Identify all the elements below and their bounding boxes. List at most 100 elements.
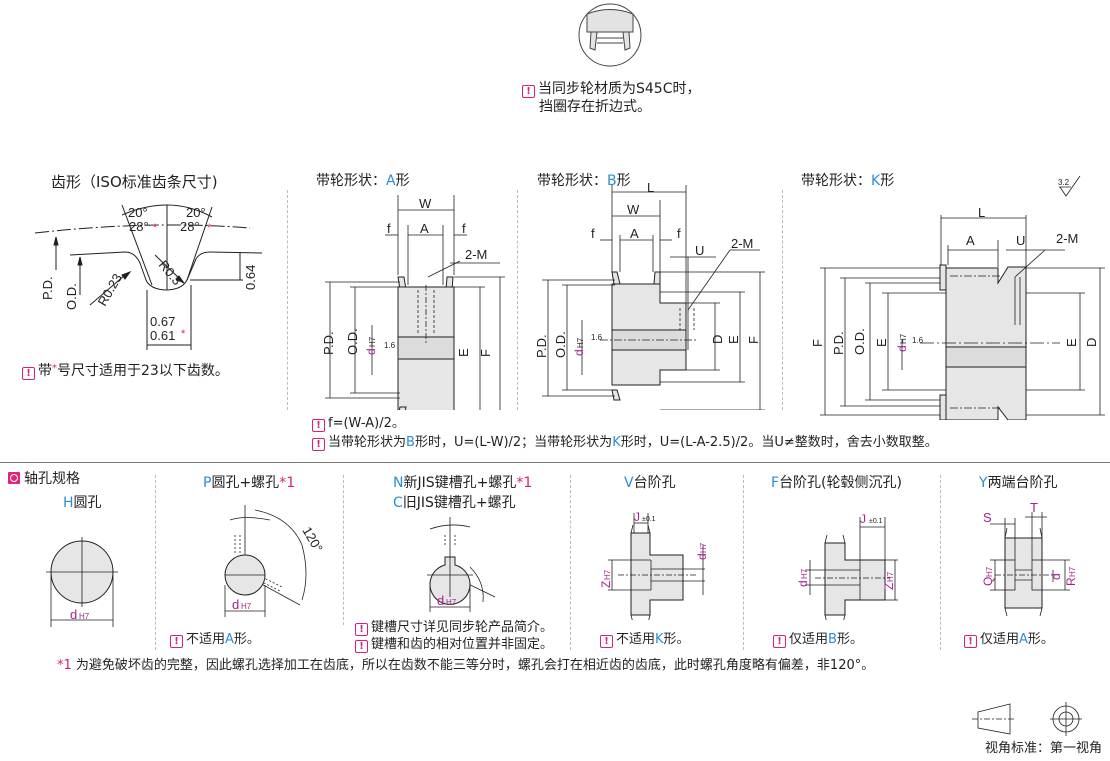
text-label: N	[393, 475, 404, 491]
separator	[517, 190, 518, 410]
text-label: 当带轮形状为	[328, 435, 407, 450]
shape-b-drawing: L W f A f U 2-M P.D. O.D. d H7 1.6 D E F	[534, 180, 765, 410]
text-label: 键槽尺寸详见同步轮产品简介。	[371, 620, 554, 635]
dimension-label: W	[419, 196, 432, 211]
bore-f-title: F台阶孔(轮毂侧沉孔)	[771, 474, 902, 492]
width-dim-2: 0.61	[150, 328, 175, 343]
bore-n-note1: !键槽尺寸详见同步轮产品简介。	[355, 619, 553, 636]
text-label: 带轮形状：	[537, 173, 607, 189]
warning-icon: !	[773, 635, 786, 648]
text-label: 形。	[663, 632, 690, 647]
dimension-label: T	[1030, 500, 1038, 515]
bore-p-title: P圆孔+螺孔*1	[203, 474, 295, 492]
text-label: 号尺寸适用于23以下齿数。	[57, 363, 229, 379]
text-label: 带	[38, 363, 52, 379]
angle-bottom-left: 28°	[129, 219, 149, 234]
top-note-line2: 挡圈存在折边式。	[539, 99, 651, 115]
text-label: V	[624, 475, 634, 491]
warning-icon: !	[964, 635, 977, 648]
section-divider	[0, 462, 1110, 463]
bore-n-title: N新JIS键槽孔+螺孔*1	[393, 474, 532, 492]
bore-n-drawing: d H7	[427, 517, 496, 612]
warning-icon: !	[312, 438, 325, 451]
text-label: f=(W-A)/2。	[328, 416, 405, 431]
dimension-label: d	[232, 597, 239, 612]
dimension-label: 2-M	[465, 247, 487, 262]
warning-icon: !	[355, 640, 368, 653]
dimension-label: E	[874, 338, 889, 347]
dimension-label: 2-M	[731, 236, 753, 251]
dimension-label: H7	[603, 569, 612, 580]
bore-y-drawing: S T Q H7 d R H7	[981, 500, 1078, 617]
dimension-label: E	[456, 348, 471, 357]
tooth-profile-drawing: 20° 28° * 20° 28° * P.D. O.D. R0.23 R0.3…	[34, 204, 263, 350]
dimension-label: f	[387, 221, 391, 236]
dimension-label: P.D.	[534, 334, 549, 358]
dimension-label: H7	[1068, 566, 1077, 577]
text-label: B	[828, 632, 837, 647]
dimension-label: f	[591, 226, 595, 241]
dimension-label: W	[627, 202, 640, 217]
dimension-label: 1.6	[912, 336, 924, 345]
bore-v-note: !不适用K形。	[600, 631, 690, 648]
text-label: Y	[979, 475, 988, 491]
text-label: K	[612, 435, 621, 450]
text-label: 不适用	[616, 632, 656, 647]
dimension-label: H7	[446, 598, 457, 607]
text-label: 形时，U=(L-A-2.5)/2。当U≠整数时，舍去小数取整。	[620, 435, 938, 450]
text-label: 形。	[836, 632, 863, 647]
dimension-label: D	[710, 335, 725, 344]
dimension-label: d	[1049, 573, 1063, 580]
warning-icon: !	[522, 85, 535, 98]
text-label: 仅适用	[789, 632, 829, 647]
dimension-label: d	[895, 345, 909, 352]
dimension-label: H7	[886, 571, 895, 582]
separator	[940, 475, 941, 650]
radius-left: R0.23	[95, 271, 125, 309]
retaining-ring-detail-view	[578, 3, 642, 67]
text-label: 轴孔规格	[24, 471, 80, 487]
text-label: C	[393, 495, 403, 511]
text-label: *1	[516, 475, 533, 491]
dimension-label: O.D.	[345, 328, 360, 355]
text-label: 不适用	[186, 632, 226, 647]
dimension-label: L	[978, 205, 985, 220]
angle-bottom-right: 28°	[180, 219, 200, 234]
text-label: 圆孔+螺孔	[211, 475, 280, 491]
warning-icon: !	[312, 419, 325, 432]
text-label: F	[771, 475, 780, 491]
bore-h-title: H圆孔	[63, 494, 102, 512]
text-label: 仅适用	[980, 632, 1020, 647]
warning-icon: !	[22, 367, 35, 380]
text-label: 圆孔	[73, 495, 102, 511]
asterisk-left: *	[153, 222, 158, 234]
text-label: 形时，U=(L-W)/2；当带轮形状为	[414, 435, 613, 450]
text-label: K	[655, 632, 664, 647]
dimension-label: 1.6	[384, 341, 396, 350]
shape-a-title: 带轮形状：A形	[316, 172, 410, 190]
dimension-label: D	[1084, 338, 1099, 347]
dimension-label: ±0.1	[642, 516, 656, 523]
dimension-label: J	[860, 512, 866, 526]
separator	[570, 475, 571, 650]
bore-v-title: V台阶孔	[624, 474, 676, 492]
asterisk-width: *	[181, 328, 186, 340]
dimension-label: d	[364, 348, 378, 355]
footnote: *1 为避免破坏齿的完整，因此螺孔选择加工在齿底，所以在齿数不能三等分时，螺孔会…	[57, 657, 874, 674]
shape-a-drawing: W f A f 2-M P.D. O.D. d H7 1.6 E F	[321, 195, 505, 410]
text-label: 形	[880, 173, 895, 189]
text-label: 形	[395, 173, 410, 189]
dimension-label: d	[572, 349, 586, 356]
dimension-label: Z	[882, 583, 896, 590]
dimension-label: 1.6	[591, 333, 603, 342]
shape-k-drawing: L A U 2-M F P.D. O.D. E d H7 1.6 E D	[810, 205, 1105, 420]
text-label: P	[203, 475, 212, 491]
dimension-label: F	[478, 349, 493, 357]
dimension-label: A	[966, 233, 975, 248]
dimension-label: H7	[576, 337, 585, 348]
warning-icon: !	[600, 635, 613, 648]
text-label: 旧JIS键槽孔+螺孔	[402, 495, 516, 511]
label-od: O.D.	[64, 283, 79, 310]
bore-h-drawing: d H7	[46, 537, 118, 627]
dimension-label: U	[695, 243, 704, 258]
